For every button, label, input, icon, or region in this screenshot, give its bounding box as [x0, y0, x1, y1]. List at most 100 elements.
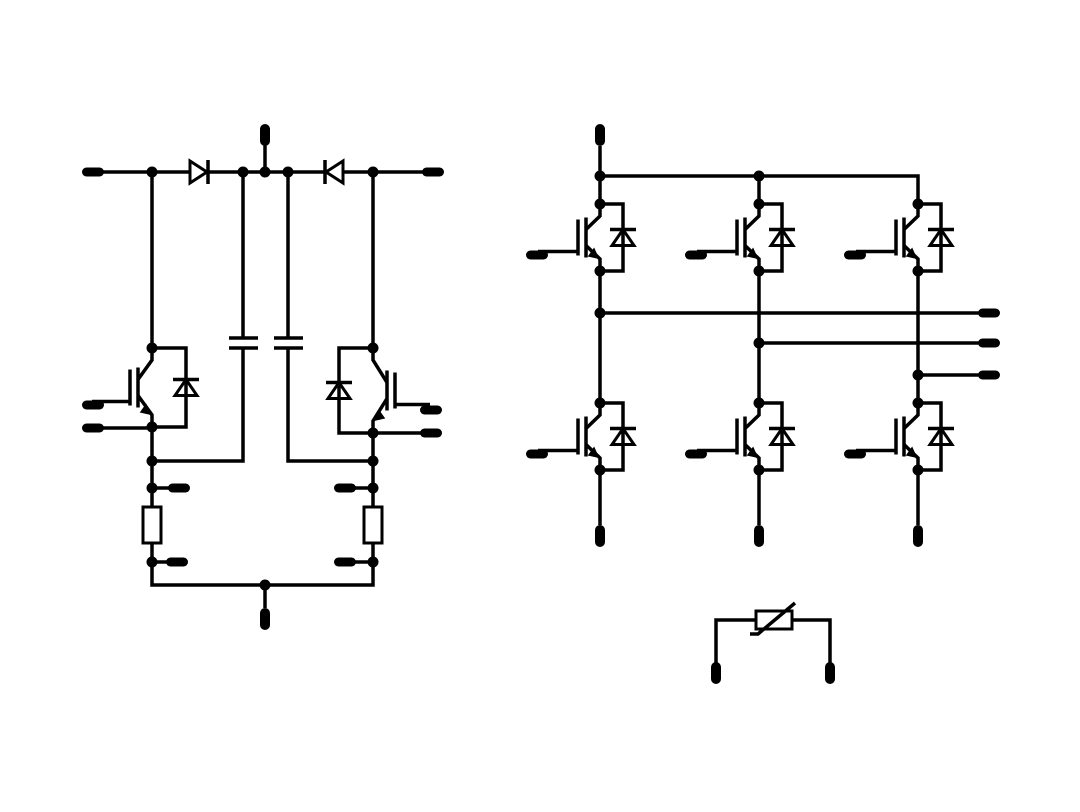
terminal-pad: [711, 662, 721, 684]
igbt-emitter-arrow: [587, 446, 600, 459]
junction-dot: [753, 464, 765, 476]
junction-dot: [594, 170, 606, 182]
diode-triangle: [609, 425, 637, 446]
thermistor-lead: [792, 618, 832, 663]
thermistor-slash: [750, 601, 797, 636]
terminal-pad: [420, 428, 442, 438]
junction-dot: [367, 455, 379, 467]
diode-loop: [600, 202, 625, 273]
components: [92, 158, 955, 663]
diode-loop: [759, 202, 784, 273]
diode-triangle: [325, 379, 353, 400]
igbt-collector-lead: [371, 348, 389, 384]
shunt-resistor: [141, 505, 163, 545]
wire: [600, 174, 920, 204]
igbt-emitter-arrow: [905, 446, 918, 459]
igbt-with-antiparallel-diode: [325, 346, 430, 435]
junction-dot: [753, 170, 765, 182]
boost-diode: [323, 158, 345, 186]
diode-triangle: [927, 226, 955, 247]
terminal-pad: [526, 250, 548, 260]
junction-dot: [753, 198, 765, 210]
terminal-pad: [168, 483, 190, 493]
terminal-pad: [844, 250, 866, 260]
resistor-body: [141, 505, 163, 545]
igbt-emitter-arrow: [746, 446, 759, 459]
capacitor-lead: [286, 349, 373, 463]
junction-dot: [753, 265, 765, 277]
terminal-pad: [595, 525, 605, 547]
junction-dot: [594, 265, 606, 277]
junction-dot: [367, 556, 379, 568]
junction-dot: [367, 482, 379, 494]
terminal-pad: [82, 423, 104, 433]
junction-dot: [912, 369, 924, 381]
terminal-pad: [334, 483, 356, 493]
diode-triangle: [768, 226, 796, 247]
terminal-pad: [420, 405, 442, 415]
igbt-with-antiparallel-diode: [697, 202, 796, 273]
diode-triangle: [172, 376, 200, 397]
diode-loop: [600, 401, 625, 472]
terminal-pad: [913, 525, 923, 547]
junction-dot: [912, 265, 924, 277]
junction-dot: [367, 427, 379, 439]
terminal-pad: [978, 338, 1000, 348]
igbt-with-antiparallel-diode: [856, 401, 955, 472]
diode-loop: [152, 346, 188, 429]
diode-triangle: [188, 158, 210, 186]
thermistor-lead: [714, 618, 756, 663]
boost-diode: [188, 158, 210, 186]
terminal-pad: [526, 449, 548, 459]
diode-triangle: [927, 425, 955, 446]
capacitor: [152, 172, 258, 463]
igbt-emitter-arrow: [587, 247, 600, 260]
igbt-emitter-arrow: [746, 247, 759, 260]
junction-dot: [912, 397, 924, 409]
terminal-pad: [260, 608, 270, 630]
junctions: [146, 166, 924, 591]
diode-triangle: [768, 425, 796, 446]
junction-dot: [146, 166, 158, 178]
terminal-pad: [844, 449, 866, 459]
igbt-emitter-arrow: [905, 247, 918, 260]
junction-dot: [237, 166, 249, 178]
junction-dot: [594, 307, 606, 319]
terminal-pad: [685, 449, 707, 459]
junction-dot: [146, 482, 158, 494]
igbt-with-antiparallel-diode: [697, 401, 796, 472]
terminal-pad: [82, 400, 104, 410]
igbt-emitter-arrow: [373, 409, 386, 422]
terminal-pad: [334, 557, 356, 567]
igbt-with-antiparallel-diode: [856, 202, 955, 273]
junction-dot: [367, 166, 379, 178]
terminal-pad: [260, 124, 270, 146]
capacitor-lead: [152, 349, 245, 463]
junction-dot: [282, 166, 294, 178]
igbt-emitter-arrow: [139, 403, 152, 416]
junction-dot: [912, 464, 924, 476]
igbt-with-antiparallel-diode: [538, 401, 637, 472]
terminal-pad: [825, 662, 835, 684]
terminal-pad: [978, 370, 1000, 380]
resistor-body: [362, 505, 384, 545]
terminal-pad: [422, 167, 444, 177]
terminal-pad: [978, 308, 1000, 318]
igbt-with-antiparallel-diode: [92, 346, 200, 429]
junction-dot: [146, 421, 158, 433]
diode-triangle: [609, 226, 637, 247]
shunt-resistor: [362, 505, 384, 545]
junction-dot: [594, 464, 606, 476]
terminal-pad: [754, 525, 764, 547]
diode-triangle: [323, 158, 345, 186]
junction-dot: [367, 342, 379, 354]
capacitor: [274, 172, 373, 463]
junction-dot: [259, 166, 271, 178]
junction-dot: [146, 342, 158, 354]
ntc-thermistor: [714, 601, 832, 663]
wires: [92, 142, 990, 608]
terminal-pad: [166, 557, 188, 567]
junction-dot: [259, 579, 271, 591]
terminal-pad: [82, 167, 104, 177]
